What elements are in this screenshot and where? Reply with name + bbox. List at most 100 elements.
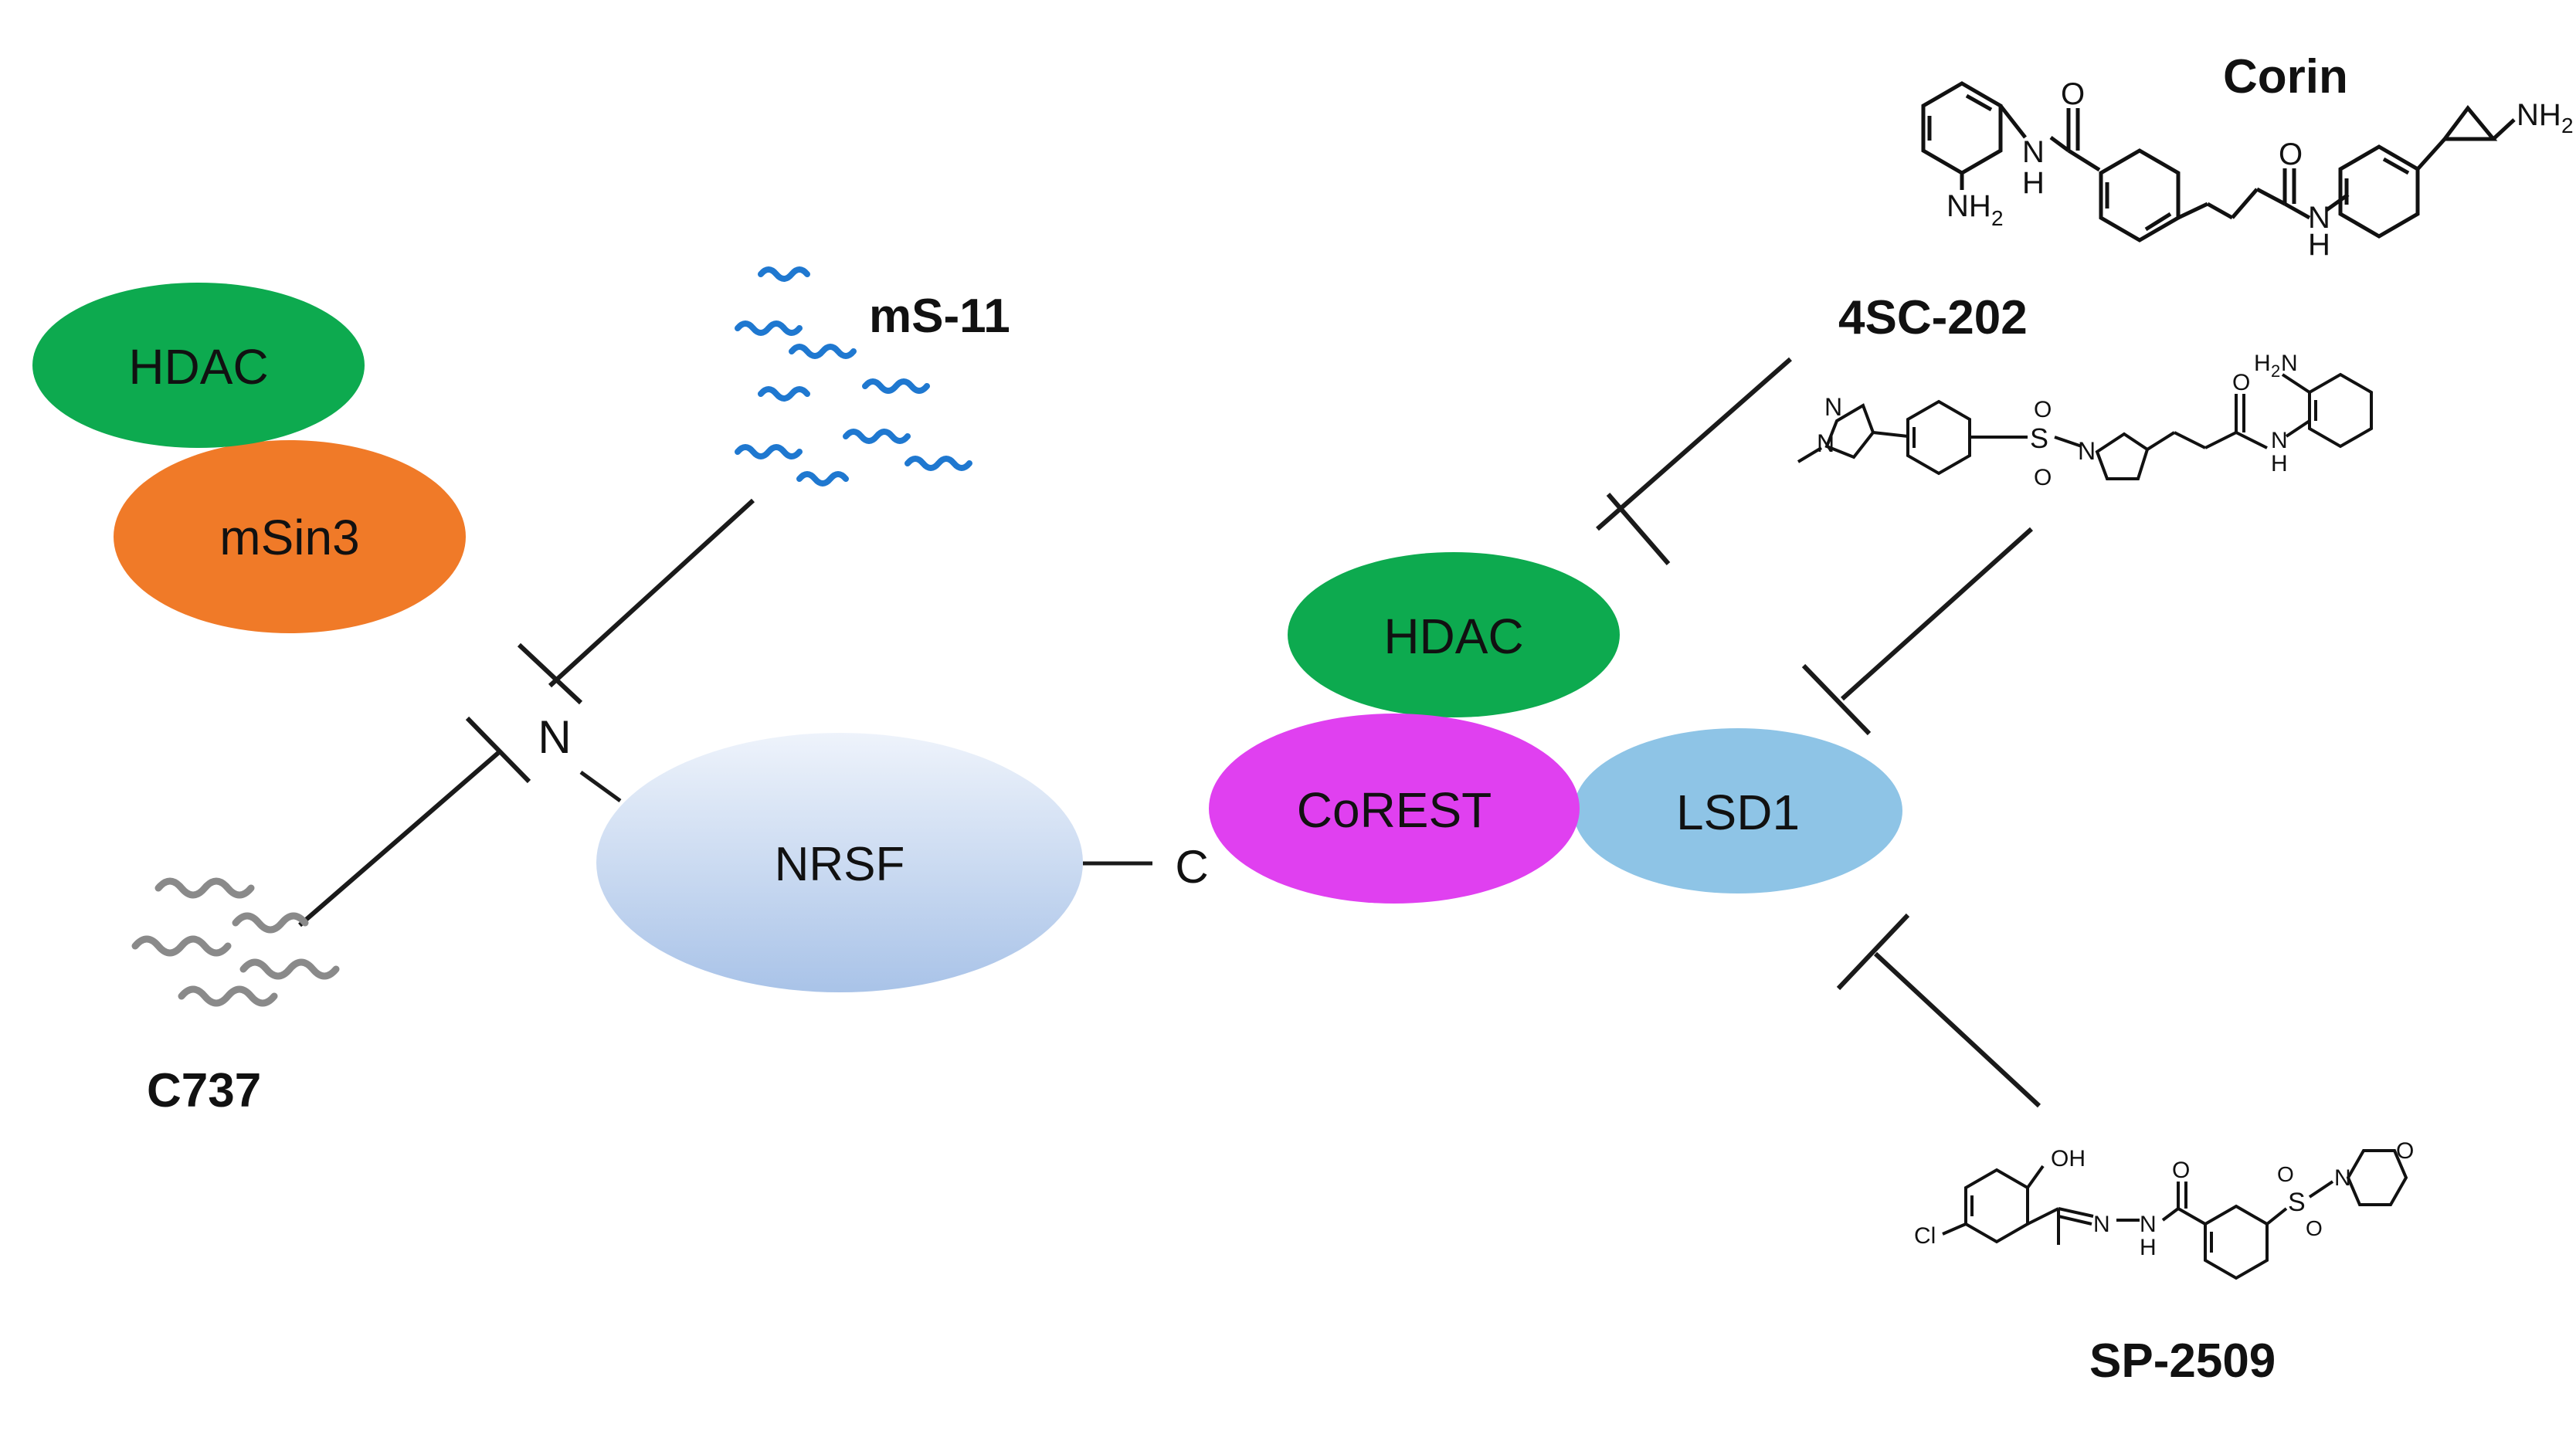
svg-text:S: S [2030,422,2048,454]
corest-ellipse [1209,714,1580,904]
nrsf-label: NRSF [775,838,905,891]
svg-text:N: N [2140,1212,2157,1237]
c737-strand [178,985,278,1007]
4sc202-ring-pyrrole [2095,432,2150,480]
svg-text:H: H [2140,1235,2157,1260]
svg-text:O: O [2306,1216,2323,1240]
4sc202-ring-pyrazole [1824,403,1875,459]
ms11-strand [758,386,810,402]
svg-text:O: O [2277,1162,2294,1186]
inhibition-bar-4sc202 [1606,493,1671,565]
c737-strand [154,877,255,899]
c-terminus-label: C [1175,841,1208,893]
svg-text:H: H [2271,451,2288,476]
inhibition-sc202-lsd1 [1801,527,2034,736]
sp2509-ring-morpholine [2346,1149,2408,1206]
svg-text:2: 2 [1991,206,2004,230]
lsd1-label: LSD1 [1676,785,1800,840]
n-terminus-connector [579,770,622,803]
inhibition-c737 [298,716,531,927]
4sc202-ring-phenyl [1906,399,1971,476]
svg-text:O: O [2232,370,2250,395]
c737-strand [239,958,340,980]
svg-text:N: N [1817,429,1834,457]
corest-label: CoREST [1297,782,1492,838]
inhibition-bar-ms11 [517,643,583,705]
sp2509-atom-labels: OH Cl N N H O S O O N O [1914,1138,2414,1260]
4sc202-label: 4SC-202 [1838,291,2028,344]
svg-text:N: N [2308,201,2330,235]
inhibition-bar-c737 [465,716,531,784]
sp2509-ring-chlorophenol [1964,1168,2029,1244]
hdac-right-ellipse [1288,552,1620,717]
4sc202-ring-aniline [2308,372,2373,449]
svg-text:N: N [2334,1165,2351,1191]
corin-structure [1921,81,2516,242]
ms11-strands [735,266,972,487]
n-terminus-label: N [538,711,571,763]
ms11-label: mS-11 [869,290,1010,343]
ms11-strand [904,456,972,471]
corin-ring-phenyl [2338,144,2420,239]
c737-strands [131,877,340,1007]
svg-text:O: O [2034,397,2052,422]
hdac-msin3-complex: HDAC mSin3 [32,283,466,633]
svg-text:N: N [2078,437,2096,465]
inhibition-bar-sc202-lsd1 [1801,663,1872,736]
c737-strand [131,935,232,957]
ms11-strand [843,429,911,444]
ms11-strand [735,320,803,336]
hdac-left-ellipse [32,283,365,448]
svg-text:N: N [2281,351,2298,376]
svg-text:NH: NH [1946,189,1991,223]
svg-text:H: H [2022,166,2045,200]
svg-text:N: N [2093,1212,2110,1237]
hdac-left-label: HDAC [128,339,268,395]
corin-ring-benzene [2099,148,2181,242]
ms11-strand [758,266,810,282]
c737-label: C737 [147,1064,261,1117]
inhibition-ms11 [517,498,755,705]
svg-text:2: 2 [2271,361,2280,381]
svg-text:N: N [1824,393,1842,421]
ms11-strand [735,444,803,459]
nrsf-protein: NRSF N C [538,711,1209,992]
ms11-strand [789,344,857,359]
svg-text:NH: NH [2517,98,2561,132]
corin-label: Corin [2223,50,2348,103]
corin-atom-labels: N H O NH 2 O N H NH 2 [1946,77,2574,262]
svg-text:N: N [2022,135,2045,169]
svg-text:N: N [2271,428,2288,453]
inhibition-bar-sp2509 [1836,913,1910,991]
inhibition-4sc202 [1596,357,1792,565]
svg-text:O: O [2061,77,2085,111]
nrsf-ellipse [596,733,1083,992]
svg-text:O: O [2396,1138,2414,1164]
hdac-corest-lsd1-complex: HDAC CoREST LSD1 [1209,552,1902,904]
svg-text:H: H [2254,351,2271,376]
4sc202-atom-labels: N N S O O N O N H H 2 N [1817,351,2298,490]
inhibition-sp2509 [1836,913,2041,1108]
sp2509-ring-benzene [2204,1204,2269,1280]
c737-strand [232,912,309,934]
svg-text:O: O [2172,1158,2190,1183]
msin3-ellipse [114,440,466,633]
sp2509-label: SP-2509 [2089,1334,2276,1388]
corin-cyclopropane [2441,104,2498,141]
svg-text:OH: OH [2051,1146,2086,1171]
ms11-strand [862,378,930,394]
corin-ring-aniline [1921,81,2003,175]
svg-text:H: H [2308,228,2330,262]
4sc202-structure [1797,372,2373,480]
svg-text:2: 2 [2561,114,2574,137]
sp2509-structure [1942,1149,2408,1280]
svg-text:Cl: Cl [1914,1223,1936,1249]
msin3-label: mSin3 [219,510,359,565]
lsd1-ellipse [1573,728,1902,893]
svg-text:O: O [2279,137,2303,171]
svg-text:O: O [2034,465,2052,490]
ms11-strand [796,471,849,487]
hdac-right-label: HDAC [1383,609,1523,664]
svg-text:S: S [2288,1188,2306,1217]
